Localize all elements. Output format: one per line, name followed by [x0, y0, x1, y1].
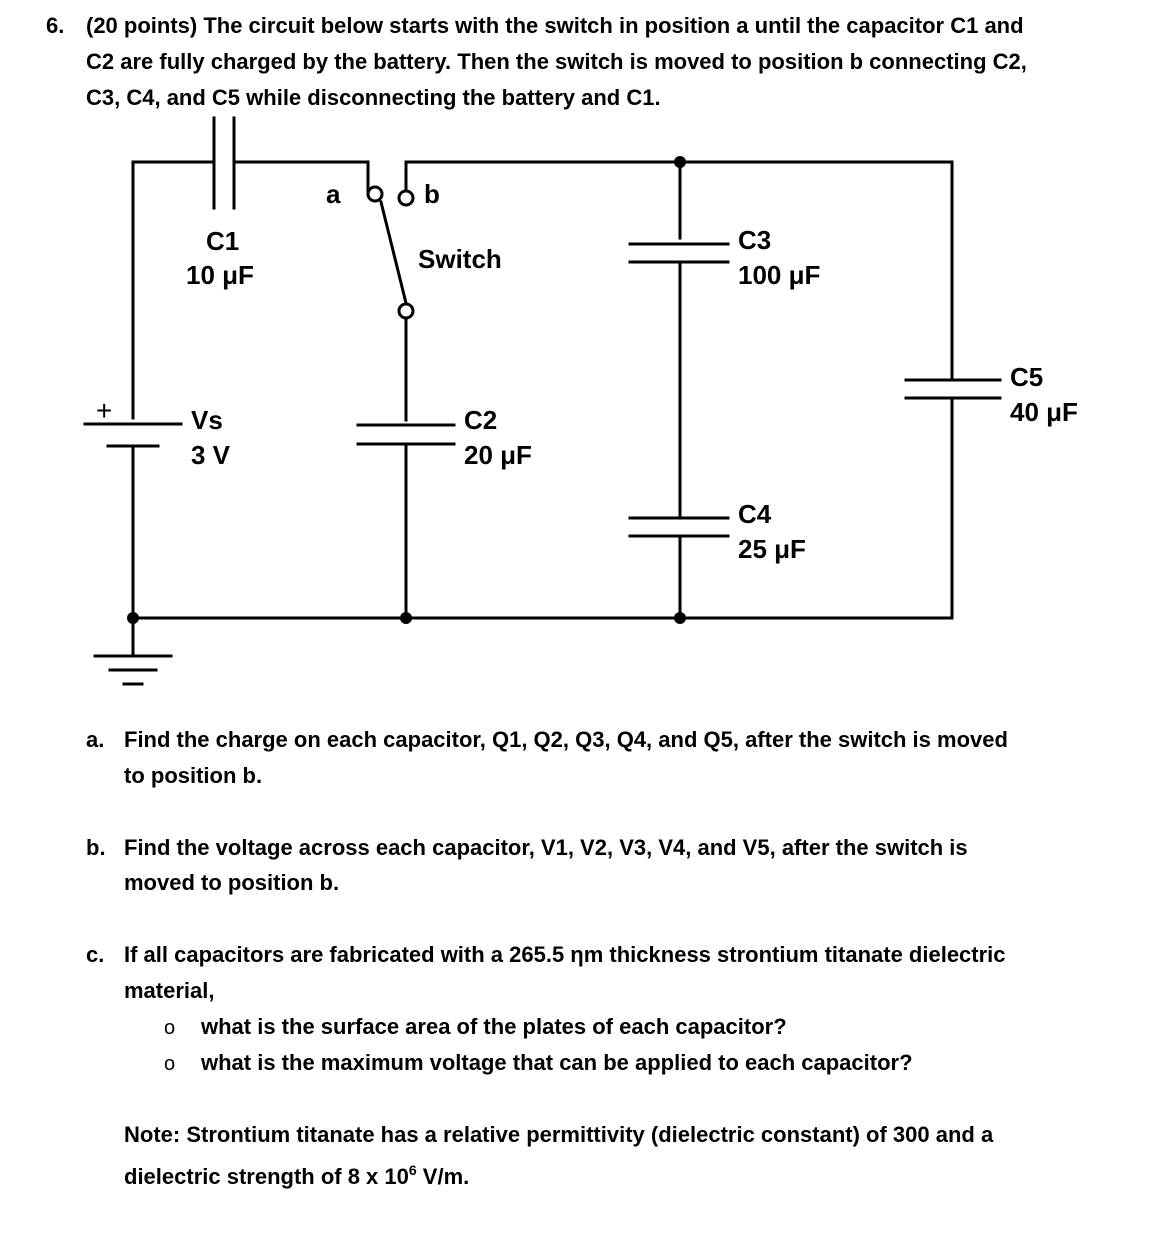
- switch-contact-b: [397, 189, 415, 207]
- question-c-marker: c.: [86, 942, 105, 967]
- question-b-line-1: Find the voltage across each capacitor, …: [124, 835, 968, 860]
- capacitor-c1-symbol: [212, 116, 236, 210]
- question-b-marker: b.: [86, 835, 106, 860]
- c5-name: C5: [1010, 362, 1043, 392]
- problem-intro-line-1: (20 points) The circuit below starts wit…: [86, 13, 1024, 38]
- question-c-line-1: If all capacitors are fabricated with a …: [124, 942, 1006, 967]
- question-a-marker: a.: [86, 727, 105, 752]
- switch-label: Switch: [418, 244, 502, 274]
- c2-name: C2: [464, 405, 497, 435]
- battery-vs-symbol: [83, 422, 183, 448]
- c1-name: C1: [206, 226, 239, 256]
- junction-dot: [674, 612, 686, 624]
- c4-name: C4: [738, 499, 772, 529]
- c4-value: 25 μF: [738, 534, 806, 564]
- note-exponent: 6: [408, 1162, 417, 1178]
- question-c-bullet-1: what is the surface area of the plates o…: [201, 1014, 787, 1039]
- note-line-2: dielectric strength of 8 x 106 V/m.: [124, 1152, 469, 1195]
- question-b-line-2: moved to position b.: [124, 870, 340, 895]
- question-c-line-2: material,: [124, 978, 215, 1003]
- problem-intro-line-2: C2 are fully charged by the battery. The…: [86, 49, 1027, 74]
- vs-name: Vs: [191, 405, 223, 435]
- note-line-2-prefix: dielectric strength of 8 x 10: [124, 1164, 409, 1189]
- capacitor-c5-symbol: [904, 378, 1002, 400]
- question-a-line-1: Find the charge on each capacitor, Q1, Q…: [124, 727, 1008, 752]
- bullet-icon: o: [164, 1017, 176, 1039]
- ground-icon: [93, 616, 173, 686]
- junction-dot: [400, 612, 412, 624]
- problem-number: 6.: [46, 13, 65, 38]
- switch-pos-a-label: a: [326, 179, 341, 209]
- question-a-line-2: to position b.: [124, 763, 263, 788]
- capacitor-c3-symbol: [628, 242, 730, 264]
- c3-value: 100 μF: [738, 260, 820, 290]
- question-c-bullet-2: what is the maximum voltage that can be …: [201, 1050, 913, 1075]
- c2-value: 20 μF: [464, 440, 532, 470]
- c5-value: 40 μF: [1010, 397, 1078, 427]
- capacitor-c4-symbol: [628, 516, 730, 538]
- bullet-icon: o: [164, 1053, 176, 1075]
- switch-pos-b-label: b: [424, 179, 440, 209]
- problem-intro-line-3: C3, C4, and C5 while disconnecting the b…: [86, 85, 661, 110]
- capacitor-c2-symbol: [356, 423, 456, 446]
- switch-blade: [379, 200, 408, 305]
- c1-value: 10 μF: [186, 260, 254, 290]
- vs-value: 3 V: [191, 440, 231, 470]
- note-line-2-suffix: V/m.: [416, 1164, 470, 1189]
- battery-plus-label: +: [96, 395, 112, 426]
- switch-contact-a: [366, 185, 384, 203]
- junction-dot: [674, 156, 686, 168]
- note-line-1: Note: Strontium titanate has a relative …: [124, 1122, 994, 1147]
- junction-dot: [127, 612, 139, 624]
- switch-common-contact: [397, 302, 415, 320]
- c3-name: C3: [738, 225, 771, 255]
- circuit-diagram: a b Switch C1 10 μF + Vs 3 V C2 20 μF C3…: [83, 116, 1078, 686]
